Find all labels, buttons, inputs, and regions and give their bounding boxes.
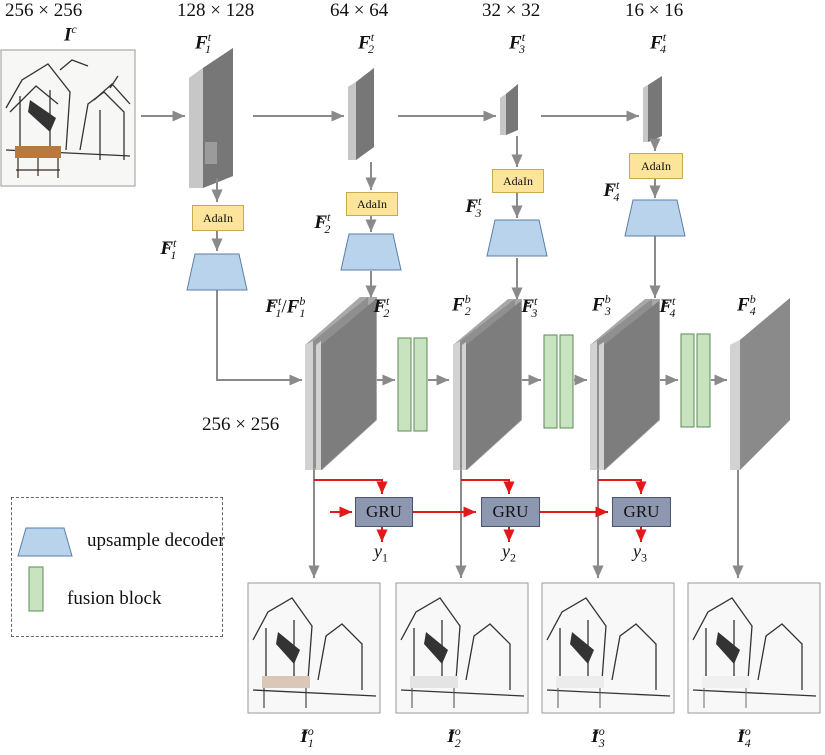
output-image-4 [687, 582, 821, 714]
dim-f4: 16 × 16 [625, 0, 684, 21]
dim-decoder: 256 × 256 [202, 414, 280, 435]
label-f1t: Ft1 [195, 30, 212, 57]
encoder-feature-f2 [348, 68, 374, 160]
label-f1t-hat: ˆFt1 [160, 236, 177, 263]
legend-decoder-icon [17, 527, 73, 557]
label-output-1: ˜Io1 [300, 724, 314, 751]
output-image-1 [247, 582, 381, 714]
label-f2t-hat: ˆFt2 [314, 210, 331, 237]
vertical-arrows [211, 136, 661, 386]
label-f4b: Fb4 [737, 292, 756, 319]
upsample-decoders [186, 199, 686, 291]
label-f3t-tilde: ˜Ft3 [521, 294, 538, 321]
label-f2b: Fb2 [452, 292, 471, 319]
dim-input: 256 × 256 [5, 0, 83, 21]
gru-block-1: GRU [355, 497, 413, 527]
label-y1: y1 [374, 541, 388, 565]
gru-arrows [314, 479, 647, 542]
gru-block-2: GRU [481, 497, 540, 527]
legend-decoder-label: upsample decoder [87, 530, 225, 551]
adain-block-2: AdaIn [346, 192, 398, 216]
label-y3: y3 [633, 541, 647, 565]
label-f4t: Ft4 [650, 30, 667, 57]
label-y2: y2 [502, 541, 516, 565]
label-f2t: Ft2 [358, 30, 375, 57]
label-f2t-tilde: ˜Ft2 [373, 294, 390, 321]
decoder-block-4 [730, 298, 790, 470]
input-content-image [0, 49, 136, 187]
label-f3b: Fb3 [592, 292, 611, 319]
gru-block-3: GRU [612, 497, 671, 527]
label-f3t-hat: ˆFt3 [465, 194, 482, 221]
encoder-feature-f3 [500, 84, 518, 135]
adain-block-4: AdaIn [629, 153, 683, 179]
decoder-arrows [308, 374, 744, 578]
output-image-2 [395, 582, 529, 714]
encoder-feature-f4 [643, 76, 662, 142]
label-output-4: ˜Io4 [737, 724, 751, 751]
dim-f2: 64 × 64 [330, 0, 389, 21]
label-f4t-tilde: ˜Ft4 [659, 294, 676, 321]
decoder-block-1 [305, 297, 377, 470]
label-input-image: Ic [64, 22, 77, 46]
dim-f1: 128 × 128 [177, 0, 255, 21]
legend-fusion-label: fusion block [67, 588, 162, 609]
legend-box [11, 497, 223, 637]
label-output-2: ˜Io2 [447, 724, 461, 751]
encoder-feature-f1 [189, 48, 233, 188]
label-f3t: Ft3 [509, 30, 526, 57]
dim-f3: 32 × 32 [482, 0, 541, 21]
label-output-3: ˜Io3 [591, 724, 605, 751]
decoder-block-2 [453, 299, 522, 470]
decoder-block-3 [590, 299, 660, 470]
output-image-3 [541, 582, 675, 714]
legend-fusion-icon [28, 566, 44, 612]
label-f4t-hat: ˆFt4 [603, 178, 620, 205]
fusion-blocks [397, 333, 711, 432]
label-f1t-tilde-f1b: ˜Ft1/Fb1 [265, 294, 306, 321]
adain-block-3: AdaIn [492, 169, 544, 193]
adain-block-1: AdaIn [192, 205, 244, 231]
